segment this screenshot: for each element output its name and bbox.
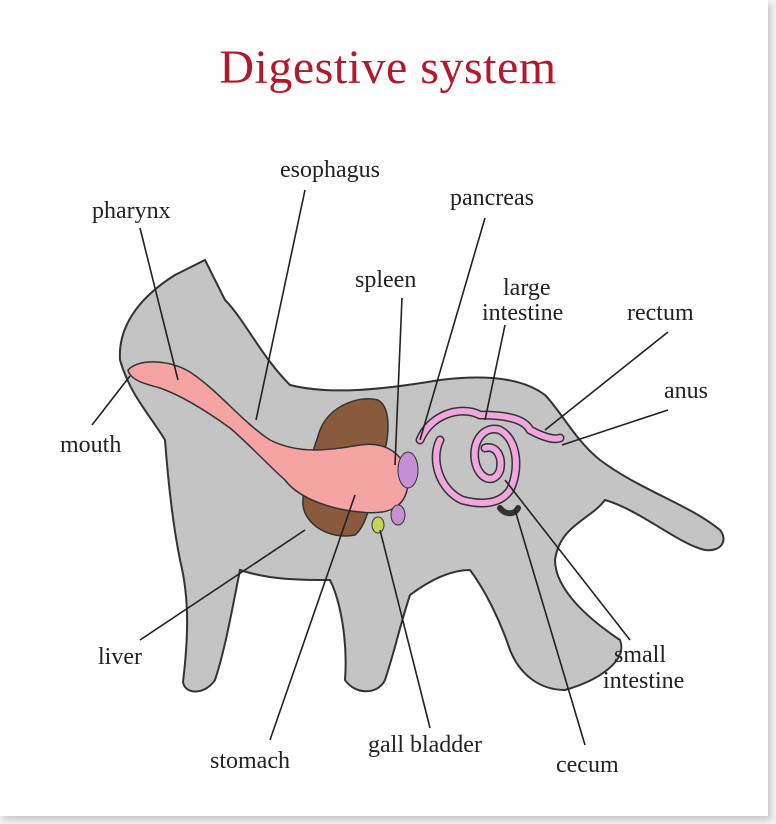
label-small-intestine-line2: intestine xyxy=(603,668,684,694)
liver-leader-line xyxy=(139,529,306,641)
cecum-organ xyxy=(497,505,521,517)
pancreas-leader-line xyxy=(419,217,486,441)
label-cecum: cecum xyxy=(556,752,619,778)
large-intestine-fill xyxy=(417,408,563,443)
anus-leader-line xyxy=(561,409,669,446)
label-large-intestine-line2: intestine xyxy=(482,300,563,326)
label-anus: anus xyxy=(664,378,708,404)
pancreas-organ xyxy=(390,504,406,526)
label-liver: liver xyxy=(98,644,142,670)
label-stomach: stomach xyxy=(210,748,290,774)
label-esophagus: esophagus xyxy=(280,157,380,183)
label-pharynx: pharynx xyxy=(92,198,171,224)
small-intestine-leader-line xyxy=(504,479,631,641)
label-rectum: rectum xyxy=(627,300,694,326)
gall-bladder-leader-line xyxy=(379,529,431,729)
label-pancreas: pancreas xyxy=(450,185,534,211)
page-title: Digestive system xyxy=(219,41,557,94)
mouth-leader-line xyxy=(91,375,131,426)
gall-bladder-organ xyxy=(371,516,385,534)
esophagus-leader-line xyxy=(255,189,306,421)
label-gall-bladder: gall bladder xyxy=(368,732,482,758)
cecum-leader-line xyxy=(514,509,586,746)
stomach-leader-line xyxy=(269,494,356,741)
label-spleen: spleen xyxy=(355,267,416,293)
spleen-leader-line xyxy=(394,297,403,466)
label-mouth: mouth xyxy=(60,432,121,458)
small-intestine-fill xyxy=(433,426,519,506)
cat-body-silhouette xyxy=(118,258,725,693)
digestive-tract xyxy=(127,361,409,514)
pharynx-leader-line xyxy=(139,227,179,381)
spleen-organ xyxy=(397,451,419,489)
label-large-intestine-line1: large xyxy=(503,275,551,301)
label-small-intestine-line1: small xyxy=(614,642,666,668)
large-intestine-leader-line xyxy=(484,324,506,421)
rectum-leader-line xyxy=(544,331,669,431)
